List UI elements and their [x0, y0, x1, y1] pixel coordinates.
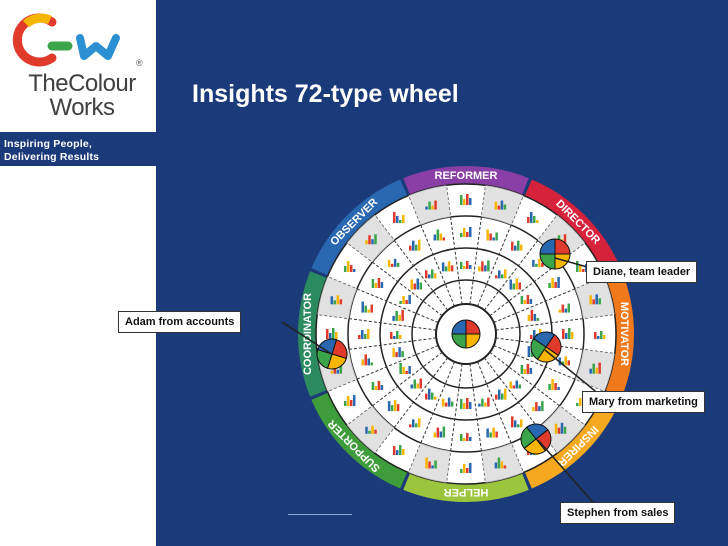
footer-rule [288, 514, 352, 515]
callout-stephen: Stephen from sales [560, 502, 676, 524]
person-pie [317, 338, 338, 355]
wheel-segment-supporter [311, 392, 408, 489]
wheel-segment-motivator [605, 271, 634, 397]
wheel-label-motivator: MOTIVATOR [618, 302, 630, 366]
wheel-segment-reformer [403, 166, 529, 195]
brand-name: TheColour Works [28, 70, 136, 121]
person-pie [539, 238, 556, 255]
colour-works-logo: ® [12, 13, 143, 68]
wheel-label-coordinator: COORDINATOR [302, 293, 314, 375]
person-pie [532, 331, 556, 348]
wheel-segment-director [524, 179, 621, 276]
wheel-segment-coordinator [298, 271, 327, 397]
insights-wheel: REFORMERDIRECTORMOTIVATORINSPIRERHELPERS… [298, 166, 634, 502]
tagline-band [0, 132, 156, 166]
slide-title: Insights 72-type wheel [192, 80, 459, 108]
wheel-segment-observer [311, 179, 408, 276]
callout-diane: Diane, team leader [586, 261, 698, 283]
wheel-segment-inspirer [524, 392, 621, 489]
registered-mark: ® [136, 58, 143, 68]
wheel-label-helper: HELPER [444, 486, 489, 498]
callout-adam: Adam from accounts [118, 311, 242, 333]
tagline: Inspiring People, Delivering Results [4, 138, 100, 163]
sidebar-panel [0, 0, 156, 546]
person-pie [525, 423, 549, 440]
callout-mary: Mary from marketing [582, 391, 705, 413]
wheel-label-reformer: REFORMER [435, 170, 498, 182]
wheel-segment-helper [403, 473, 529, 502]
